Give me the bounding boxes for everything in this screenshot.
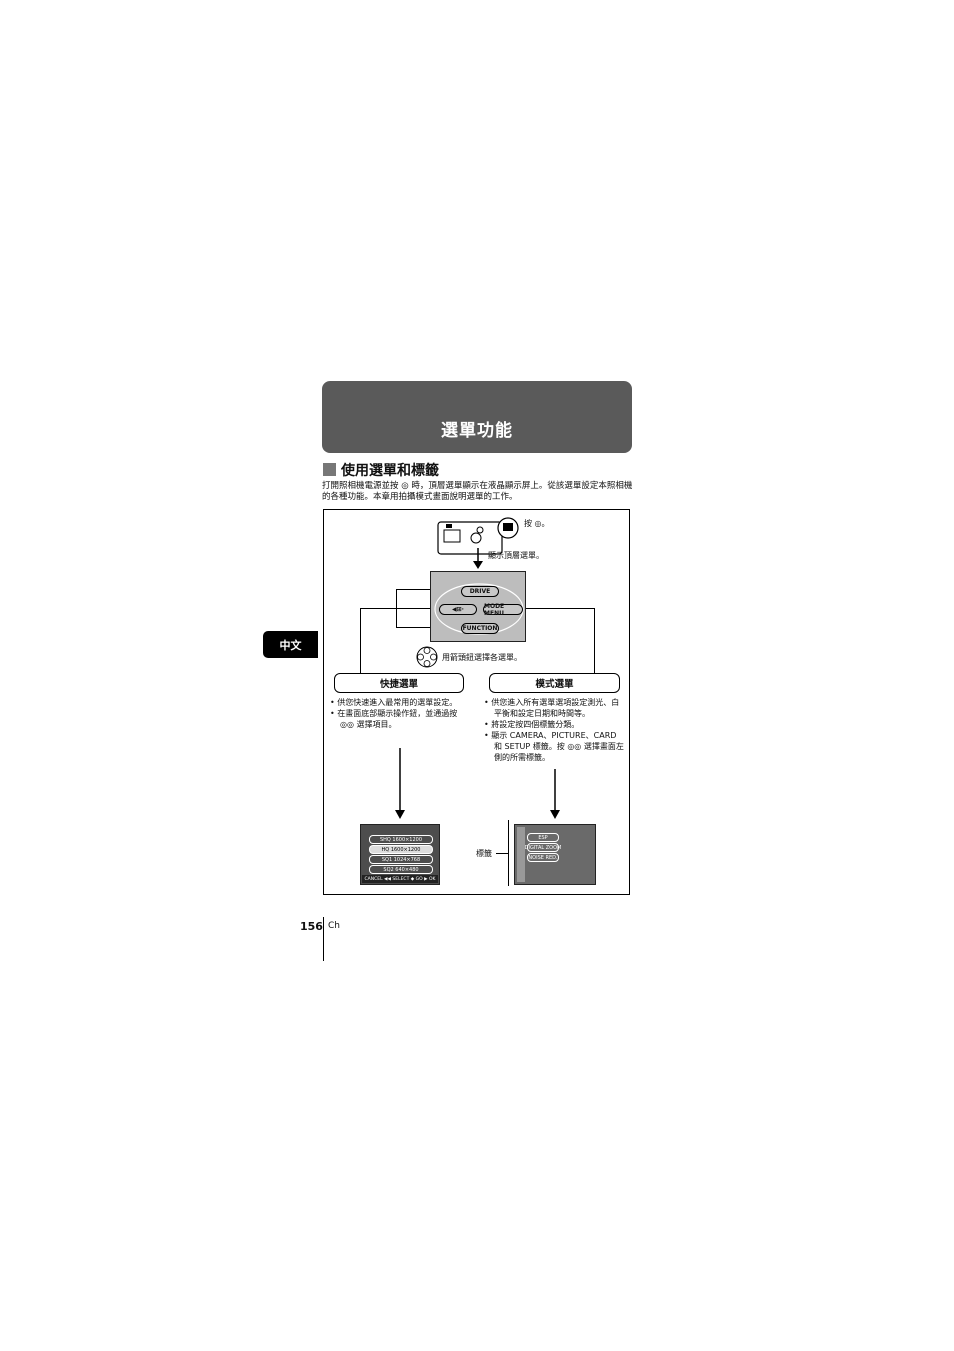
list-item: • 顯示 CAMERA、PICTURE、CARD 和 SETUP 標籤。按 ◎◎… (484, 731, 624, 762)
intro-text: 打開照相機電源並按 ◎ 時，頂層選單顯示在液晶顯示屏上。從該選單設定本照相機的各… (322, 481, 633, 502)
title-banner (322, 381, 632, 453)
page-title: 選單功能 (441, 421, 513, 441)
divider (323, 917, 324, 961)
quick-menu-bullets: • 供您快速進入最常用的選單設定。 • 在畫面底部顯示操作鈕，並通過按 ◎◎ 選… (330, 697, 465, 730)
quick-menu-item[interactable]: ◀⊞· (439, 604, 477, 615)
camera-icon (437, 517, 519, 555)
arrow-caption: 用箭頭鈕選擇各選單。 (442, 653, 522, 662)
list-item[interactable]: SQ1 1024×768 (369, 855, 433, 864)
top-menu-caption: 顯示頂層選單。 (488, 551, 544, 560)
function-menu-item[interactable]: FUNCTION (461, 623, 499, 634)
list-item[interactable]: HQ 1600×1200 (369, 845, 433, 854)
arrow-down-icon (473, 548, 483, 569)
page-language: Ch (328, 921, 340, 931)
tab-strip[interactable] (517, 827, 525, 882)
section-marker-icon (323, 463, 336, 476)
menu-diagram: 按 ◎。 顯示頂層選單。 DRIVE ◀⊞· MODE MENU FUNCTIO… (323, 509, 630, 895)
screen-footer: CANCEL ◀◀ SELECT ◆ GO ▶ OK (362, 875, 438, 883)
arrow-down-icon (550, 769, 560, 819)
list-item[interactable]: SQ2 640×480 (369, 865, 433, 874)
mode-menu-item[interactable]: MODE MENU (483, 603, 523, 617)
list-item[interactable]: ESP (527, 833, 559, 842)
list-item[interactable]: NOISE RED. (527, 853, 559, 862)
tab-label: 標籤 (476, 849, 492, 858)
drive-menu-item[interactable]: DRIVE (461, 586, 499, 597)
quick-menu-screen: SHQ 1600×1200 HQ 1600×1200 SQ1 1024×768 … (360, 824, 440, 885)
mode-menu-title: 模式選單 (489, 673, 620, 693)
page-number: 156 (300, 920, 323, 933)
list-item: • 將設定按四個標籤分類。 (484, 720, 580, 729)
arrow-pad-icon (416, 646, 438, 668)
mode-menu-bullets: • 供您進入所有選單選項設定測光、白平衡和設定日期和時間等。 • 將設定按四個標… (484, 697, 626, 763)
list-item: • 在畫面底部顯示操作鈕，並通過按 ◎◎ 選擇項目。 (330, 709, 458, 729)
section-title: 使用選單和標籤 (341, 463, 439, 479)
top-menu-screen: DRIVE ◀⊞· MODE MENU FUNCTION (430, 571, 526, 642)
list-item[interactable]: SHQ 1600×1200 (369, 835, 433, 844)
quick-menu-title: 快捷選單 (334, 673, 464, 693)
language-tab[interactable]: 中文 (263, 631, 318, 658)
list-item[interactable]: DIGITAL ZOOM (524, 843, 562, 852)
press-label: 按 ◎。 (524, 519, 550, 528)
mode-menu-screen: ESP DIGITAL ZOOM NOISE RED. (514, 824, 596, 885)
list-item: • 供您進入所有選單選項設定測光、白平衡和設定日期和時間等。 (484, 698, 620, 718)
list-item: • 供您快速進入最常用的選單設定。 (330, 698, 458, 707)
arrow-down-icon (395, 748, 405, 819)
